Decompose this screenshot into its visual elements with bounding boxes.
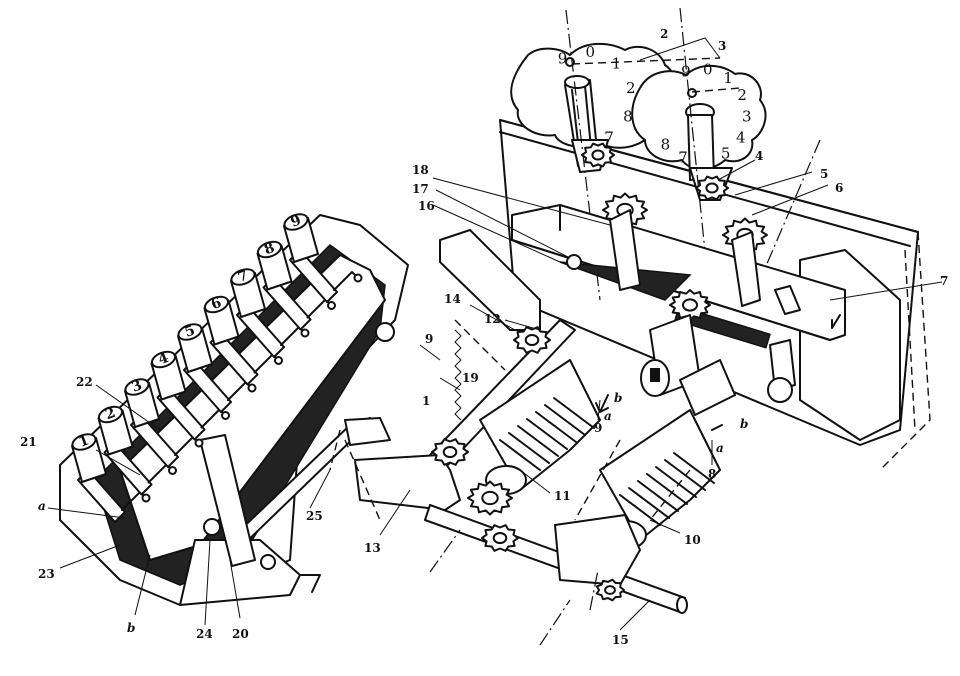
callout-21: 21 — [20, 435, 37, 449]
callout-b-right: b — [740, 417, 748, 431]
dial-digit: 4 — [736, 129, 746, 147]
callout-14: 14 — [444, 292, 461, 306]
callout-23: 23 — [38, 567, 55, 581]
callout-a-right: a — [716, 441, 724, 455]
callout-13: 13 — [364, 541, 381, 555]
callout-7: 7 — [940, 274, 948, 288]
callout-9b: 9 — [594, 421, 602, 435]
dial-digit: 9 — [681, 62, 691, 80]
dial-digit: 7 — [604, 129, 614, 147]
dial-digit: 0 — [586, 43, 596, 61]
key-9: 9 — [283, 212, 363, 303]
callout-6: 6 — [835, 181, 843, 195]
gear-lower-small — [481, 524, 519, 552]
callout-5: 5 — [820, 167, 828, 181]
callout-1: 1 — [422, 394, 430, 408]
gear-12 — [513, 326, 551, 354]
gear-15 — [595, 578, 625, 602]
spline-shaft-left — [429, 319, 601, 495]
callout-20: 20 — [232, 627, 249, 641]
callout-a-mid: a — [604, 409, 612, 423]
callout-19: 19 — [462, 371, 479, 385]
callout-12: 12 — [484, 312, 501, 326]
key-housing — [59, 214, 409, 606]
callout-16: 16 — [418, 199, 435, 213]
gear-mid — [669, 289, 711, 321]
lever-24 — [199, 322, 395, 570]
dial-digit: 1 — [612, 55, 622, 73]
pinion-right — [695, 175, 729, 201]
pinion-left — [581, 142, 615, 168]
callout-a-left: a — [38, 499, 46, 513]
callout-18: 18 — [412, 163, 429, 177]
direction-arrows — [595, 314, 841, 431]
gear-lower-mid — [467, 480, 513, 516]
dial-digit: 7 — [678, 148, 688, 166]
key-5: 5 — [177, 322, 257, 413]
upper-gears — [581, 142, 768, 321]
callout-b-mid: b — [614, 391, 622, 405]
callout-22: 22 — [76, 375, 93, 389]
callout-24: 24 — [196, 627, 213, 641]
callout-2: 2 — [660, 27, 668, 41]
callout-8: 8 — [708, 467, 716, 481]
dial-digit: 2 — [737, 86, 747, 104]
callout-b-left: b — [127, 621, 135, 635]
key-8: 8 — [256, 240, 336, 331]
dial-digit: 3 — [742, 108, 752, 126]
callout-labels: 1 2 3 4 5 6 7 8 9 9 10 11 12 13 14 15 16… — [20, 27, 948, 647]
dial-digit: 2 — [626, 79, 636, 97]
callout-9a: 9 — [425, 332, 433, 346]
key-1: 1 — [71, 432, 151, 523]
callout-10: 10 — [684, 533, 701, 547]
callout-15: 15 — [612, 633, 629, 647]
dial-digit: 8 — [661, 135, 671, 153]
gear-lower-left — [431, 438, 469, 466]
callout-4: 4 — [755, 149, 763, 163]
spline-shaft-right — [599, 359, 736, 550]
dial-digit: 1 — [723, 69, 733, 87]
callout-3: 3 — [718, 39, 726, 53]
shafts — [609, 209, 796, 403]
dial-digit: 9 — [558, 49, 568, 67]
lower-gears — [431, 326, 625, 602]
dial-digit: 5 — [721, 145, 731, 163]
plate-13 — [329, 417, 461, 521]
key-6: 6 — [203, 295, 283, 386]
dial-digit: 8 — [623, 107, 633, 125]
callout-11: 11 — [554, 489, 571, 503]
leader-lines — [47, 159, 943, 631]
key-3: 3 — [124, 377, 204, 468]
callout-17: 17 — [412, 182, 429, 196]
dial-digit: 0 — [703, 61, 713, 79]
callout-25: 25 — [306, 509, 323, 523]
key-4: 4 — [150, 350, 230, 441]
spring-19 — [454, 329, 462, 421]
